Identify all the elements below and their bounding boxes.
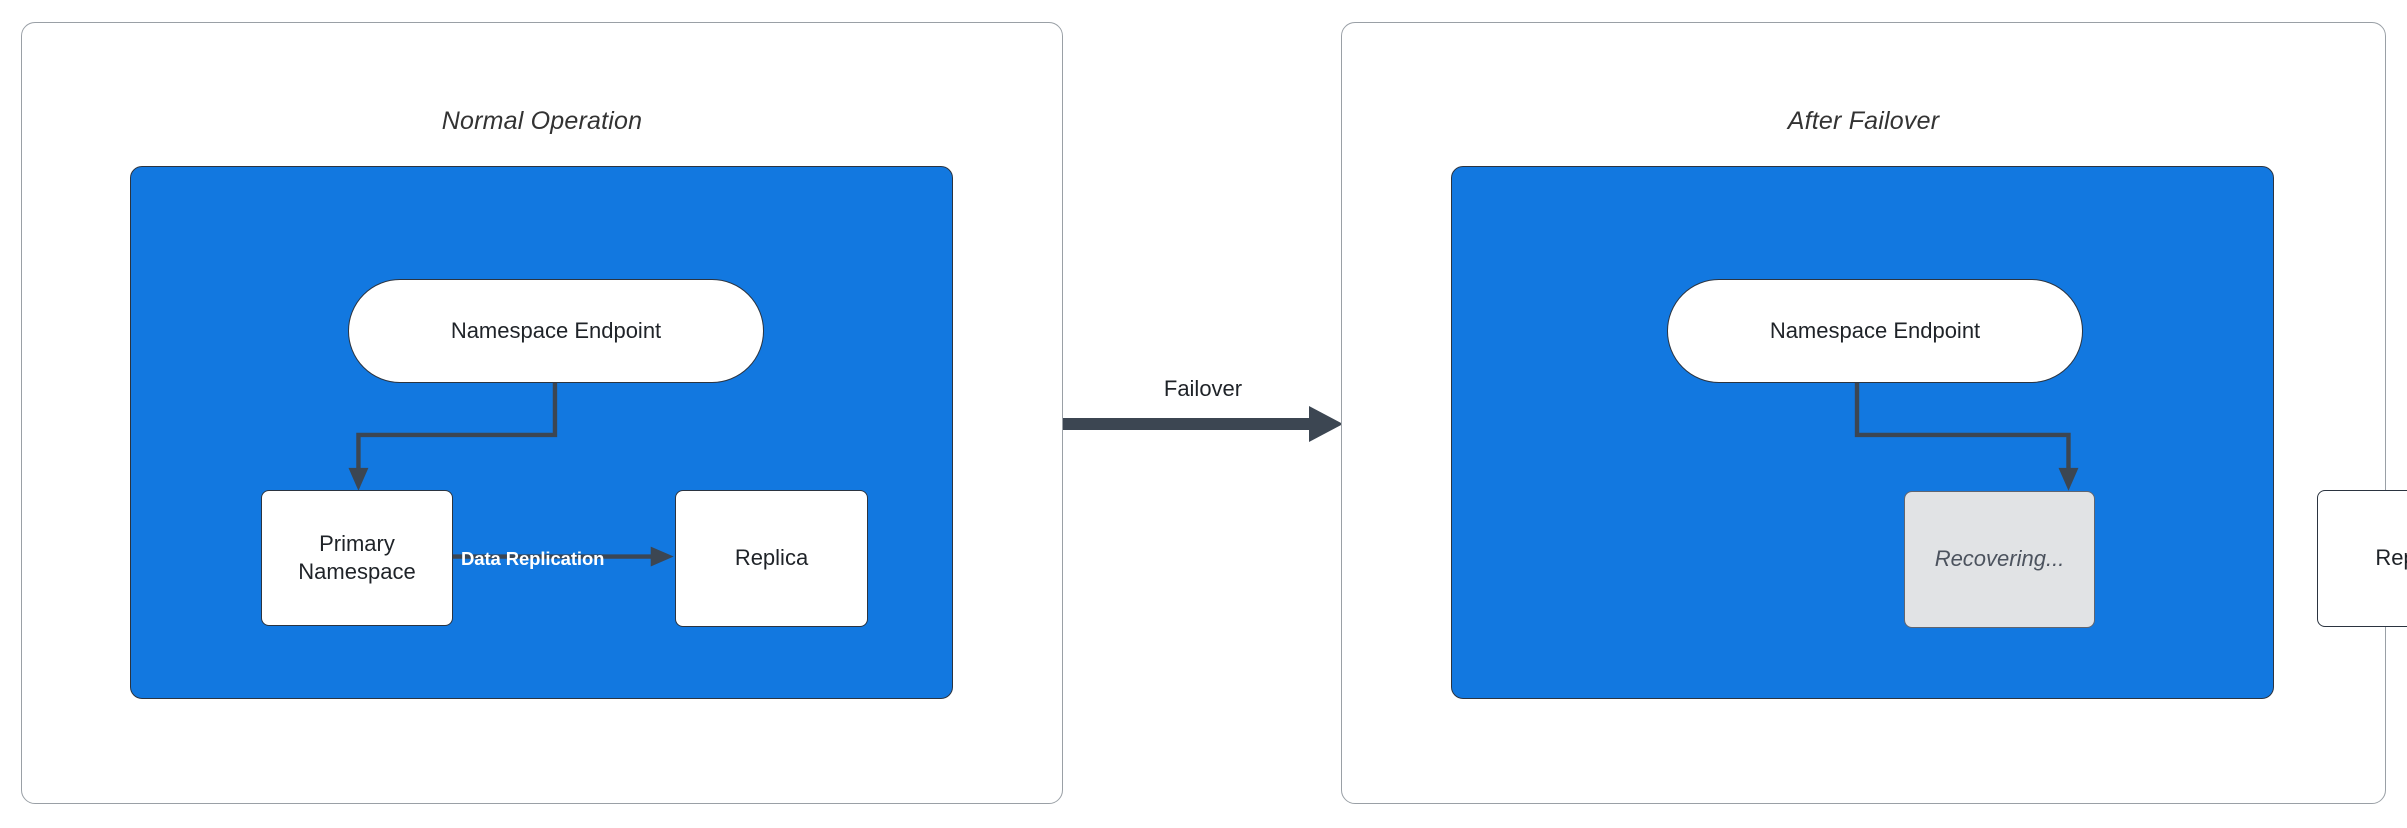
- edge-endpoint-to-primary: [356, 382, 558, 477]
- failover-arrow-label: Failover: [1163, 376, 1243, 401]
- primary-line-1: Primary: [319, 530, 395, 556]
- node-recovering: Recovering...: [1904, 491, 2095, 628]
- connector-layer-right: [1854, 382, 2079, 491]
- arrowhead-endpoint-to-primary: [348, 467, 369, 491]
- node-namespace-endpoint-left[interactable]: Namespace Endpoint: [348, 279, 764, 383]
- zone-failover-region: Namespace Endpoint Recovering... Replica: [1451, 166, 2407, 699]
- node-replica-right[interactable]: Replica: [2317, 490, 2407, 627]
- arrowhead-primary-to-replica: [650, 546, 674, 567]
- zone-primary-region: Namespace Endpoint Primary Namespace Rep…: [130, 166, 953, 699]
- primary-line-2: Namespace: [298, 559, 416, 584]
- edge-endpoint-to-replica: [1854, 382, 2071, 477]
- panel-after-failover: After Failover Namespace Endpoint Recove…: [1341, 22, 2407, 804]
- node-primary-namespace-label: Primary Namespace: [298, 530, 415, 586]
- failover-arrow-icon: [1063, 406, 1343, 442]
- node-replica-left[interactable]: Replica: [675, 490, 868, 627]
- panel-title-after-failover: After Failover: [1787, 107, 1940, 135]
- node-primary-namespace[interactable]: Primary Namespace: [261, 490, 453, 626]
- panel-title-normal-operation: Normal Operation: [441, 107, 643, 135]
- panel-normal-operation: Normal Operation Namespace Endpoint Prim…: [21, 22, 1063, 804]
- failover-transition: Failover: [1063, 370, 1343, 500]
- node-namespace-endpoint-right[interactable]: Namespace Endpoint: [1667, 279, 2083, 383]
- edge-label-data-replication: Data Replication: [461, 548, 605, 569]
- arrowhead-endpoint-to-replica: [2058, 467, 2079, 491]
